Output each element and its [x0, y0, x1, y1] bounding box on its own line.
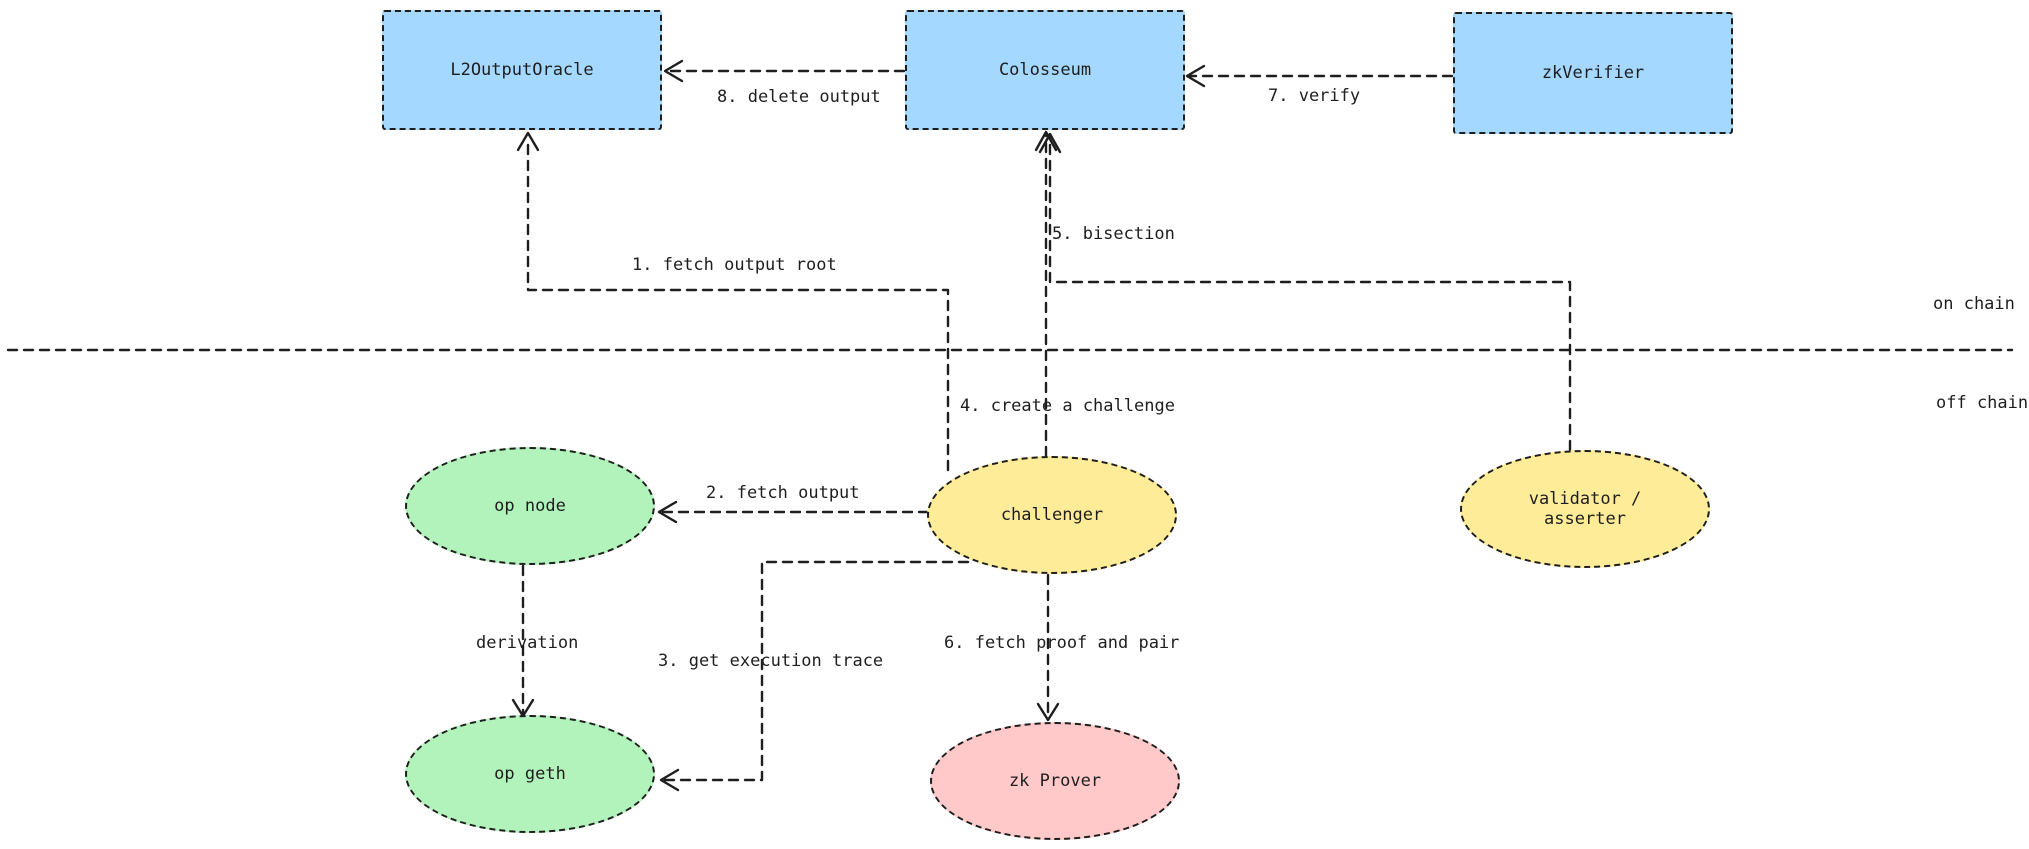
zk-verifier-box[interactable]: zkVerifier: [1453, 12, 1733, 134]
delete-output-arrowhead: [663, 59, 684, 83]
op-node-ellipse[interactable]: op node: [405, 447, 655, 565]
colosseum-box[interactable]: Colosseum: [905, 10, 1185, 130]
zk-prover-ellipse[interactable]: zk Prover: [930, 722, 1180, 840]
l2-output-oracle-box[interactable]: L2OutputOracle: [382, 10, 662, 130]
delete-output-label: 8. delete output: [717, 87, 881, 107]
verify-arrowhead: [1185, 64, 1206, 88]
op-geth-ellipse[interactable]: op geth: [405, 715, 655, 833]
fetch-output-arrowhead: [657, 500, 678, 524]
execution-trace-arrow: [662, 560, 970, 782]
create-challenge-label: 4. create a challenge: [960, 396, 1175, 416]
validator-asserter-ellipse[interactable]: validator / asserter: [1460, 450, 1710, 568]
execution-trace-arrowhead: [659, 768, 680, 792]
on-chain-label: on chain: [1933, 294, 2015, 314]
bisection-arrowhead: [1038, 132, 1062, 154]
fetch-proof-label: 6. fetch proof and pair: [944, 633, 1180, 653]
fetch-proof-arrowhead: [1036, 702, 1060, 722]
get-execution-trace-label: 3. get execution trace: [658, 651, 884, 671]
fetch-output-root-arrow: [526, 136, 950, 472]
derivation-label: derivation: [476, 633, 579, 653]
off-chain-label: off chain: [1936, 393, 2029, 413]
bisection-arrow: [1048, 133, 1572, 452]
challenger-ellipse[interactable]: challenger: [927, 456, 1177, 574]
fetch-output-root-label: 1. fetch output root: [632, 255, 837, 275]
create-challenge-arrowhead: [1034, 130, 1058, 152]
fetch-output-label: 2. fetch output: [706, 483, 860, 503]
bisection-label: 5. bisection: [1052, 224, 1175, 244]
verify-label: 7. verify: [1268, 86, 1361, 106]
fetch-output-root-arrowhead: [516, 131, 540, 152]
